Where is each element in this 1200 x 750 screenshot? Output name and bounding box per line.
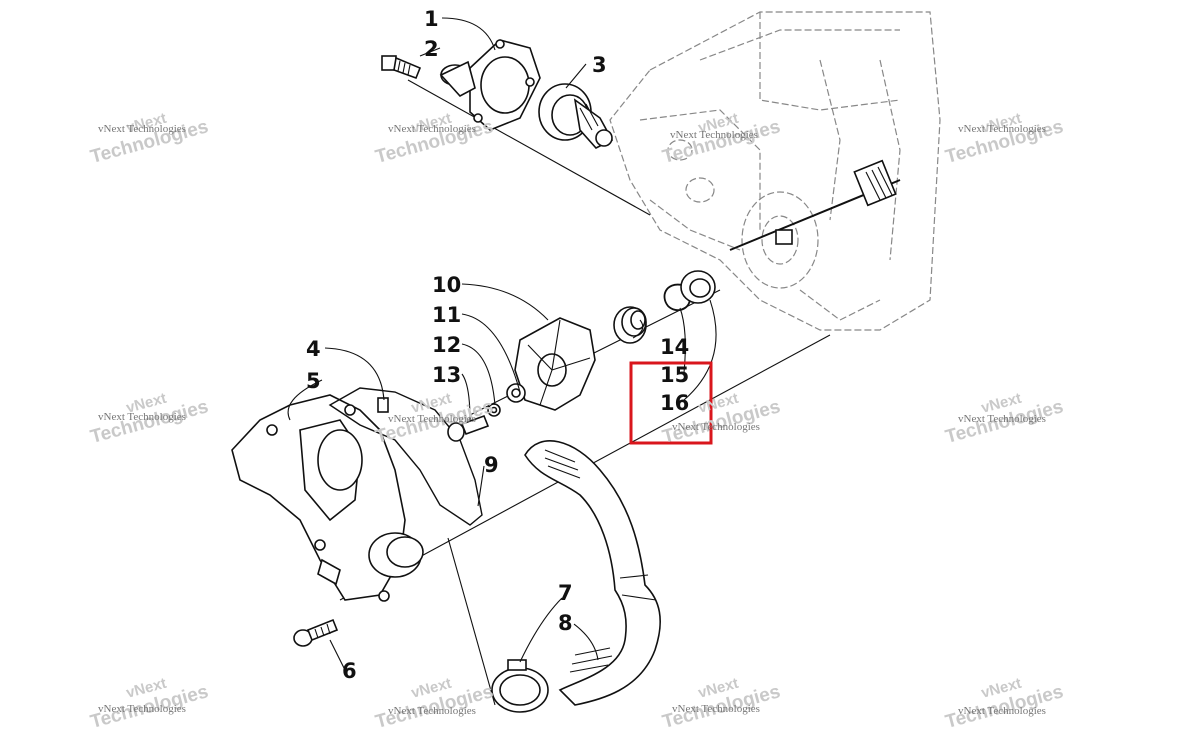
callout-14: 14 [660, 335, 689, 359]
callout-13: 13 [432, 363, 461, 387]
gasket [328, 387, 483, 526]
watermark-caption: vNext Technologies [388, 123, 476, 135]
watermark-caption: vNext Technologies [388, 413, 476, 425]
bolt-part-2 [381, 55, 422, 80]
thermostat [538, 83, 614, 149]
coolant-hose [524, 440, 661, 706]
thermostat-cover [439, 39, 541, 131]
watermark-caption: vNext Technologies [98, 703, 186, 715]
watermark-caption: vNext Technologies [98, 123, 186, 135]
impeller-bolt [447, 414, 490, 442]
watermark-caption: vNext Technologies [672, 421, 760, 433]
callout-6: 6 [342, 659, 357, 683]
engine-block [609, 11, 941, 331]
watermark-caption: vNext Technologies [958, 123, 1046, 135]
impeller [514, 317, 596, 411]
watermark-caption: vNext Technologies [672, 703, 760, 715]
callout-10: 10 [432, 273, 461, 297]
bolt-part-6 [293, 618, 339, 647]
watermark-caption: vNext Technologies [958, 705, 1046, 717]
highlight-box [629, 361, 713, 445]
callout-5: 5 [306, 369, 321, 393]
oil-seal [680, 270, 716, 304]
callout-7: 7 [558, 581, 573, 605]
callout-11: 11 [432, 303, 461, 327]
dowel-pin [377, 397, 389, 413]
callout-2: 2 [424, 37, 439, 61]
callout-12: 12 [432, 333, 461, 357]
callout-9: 9 [484, 453, 499, 477]
mechanical-seal [613, 306, 647, 344]
hose-clamp [491, 659, 549, 713]
pump-shaft [729, 159, 901, 251]
watermark-caption: vNext Technologies [388, 705, 476, 717]
callout-15: 15 [660, 363, 689, 387]
circlip [663, 283, 691, 312]
watermark-caption: vNext Technologies [98, 411, 186, 423]
assembly-axis-lines [339, 79, 831, 706]
water-pump-housing [231, 394, 424, 602]
callout-4: 4 [306, 337, 321, 361]
callout-3: 3 [592, 53, 607, 77]
callout-8: 8 [558, 611, 573, 635]
leader-lines [287, 17, 717, 669]
callout-16: 16 [660, 391, 689, 415]
callout-1: 1 [424, 7, 439, 31]
callout-labels: 1 2 3 4 5 6 7 8 9 10 11 12 13 14 15 16 [306, 7, 689, 683]
impeller-washers [487, 383, 526, 417]
watermark-caption: vNext Technologies [670, 129, 758, 141]
watermarks: vNext Technologies vNext Technologies vN… [88, 110, 1065, 733]
watermark-caption: vNext Technologies [958, 413, 1046, 425]
